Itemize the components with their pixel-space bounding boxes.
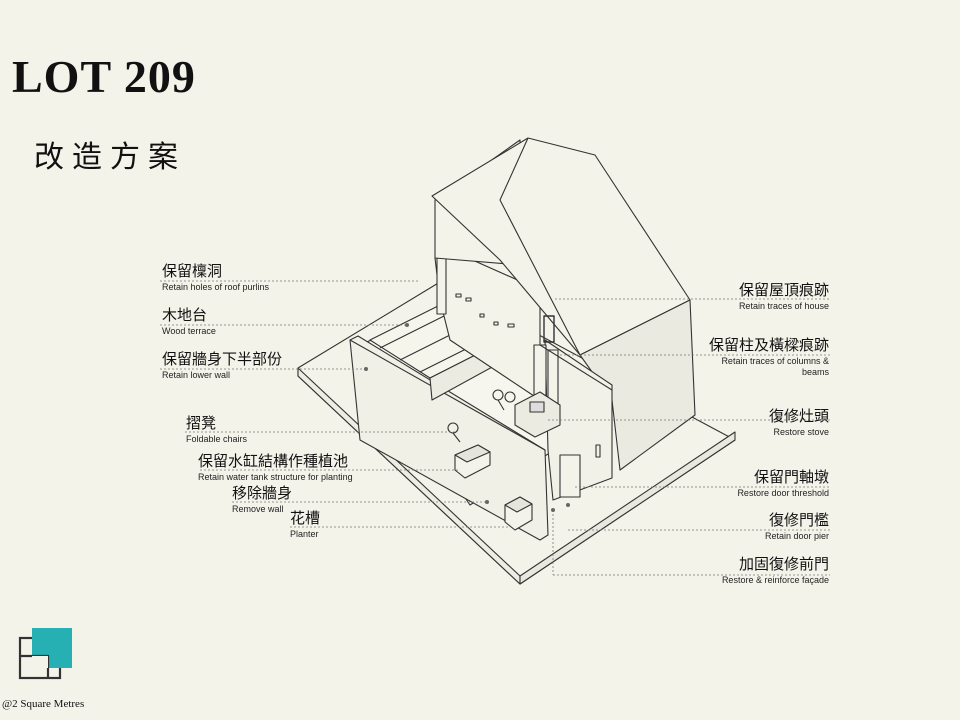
label-roof-traces: 保留屋頂痕跡 Retain traces of house xyxy=(739,281,829,312)
label-foldable-chairs-zh: 摺凳 xyxy=(186,414,217,432)
label-door-pier-zh: 復修門檻 xyxy=(768,511,829,529)
label-columns-beams-en: Retain traces of columns & xyxy=(721,356,829,366)
label-roof-traces-zh: 保留屋頂痕跡 xyxy=(738,281,829,299)
dot-facade xyxy=(551,508,555,512)
label-water-tank-en: Retain water tank structure for planting xyxy=(198,472,353,482)
stove xyxy=(514,391,561,438)
left-column xyxy=(436,255,447,315)
label-purlin-holes-zh: 保留檁洞 xyxy=(162,262,223,280)
page-title: LOT 209 xyxy=(12,51,196,102)
label-remove-wall-zh: 移除牆身 xyxy=(232,484,293,502)
left-lower-wall xyxy=(349,335,549,541)
label-door-pier: 復修門檻 Retain door pier xyxy=(765,511,829,542)
label-door-threshold-zh: 保留門軸墩 xyxy=(753,468,829,486)
credit-text: @2 Square Metres xyxy=(2,698,85,710)
label-planter: 花槽 Planter xyxy=(290,509,320,540)
logo-icon xyxy=(18,628,72,680)
roof-ridge xyxy=(499,137,581,356)
label-stove-en: Restore stove xyxy=(773,427,829,437)
label-remove-wall-en: Remove wall xyxy=(232,504,284,514)
label-wood-terrace-en: Wood terrace xyxy=(162,326,216,336)
purlin-hole-1 xyxy=(455,293,462,298)
label-lower-wall-en: Retain lower wall xyxy=(162,370,231,380)
stove-box xyxy=(529,401,545,413)
label-columns-beams-zh: 保留柱及橫樑痕跡 xyxy=(708,336,829,354)
dot-lower-wall xyxy=(364,367,368,371)
label-planter-zh: 花槽 xyxy=(290,509,321,527)
label-facade-en: Restore & reinforce façade xyxy=(721,575,829,585)
purlin-hole-2 xyxy=(465,297,472,302)
label-roof-traces-en: Retain traces of house xyxy=(738,301,829,311)
label-remove-wall: 移除牆身 Remove wall xyxy=(232,484,292,515)
label-water-tank-zh: 保留水缸結構作種植池 xyxy=(198,452,349,470)
label-stove-zh: 復修灶頭 xyxy=(768,407,829,425)
page-subtitle: 改造方案 xyxy=(34,140,186,175)
label-lower-wall: 保留牆身下半部份 Retain lower wall xyxy=(162,350,282,381)
foldable-chair-1 xyxy=(492,389,516,411)
purlin-hole-3 xyxy=(479,313,485,318)
front-door xyxy=(559,454,581,498)
beam-trace xyxy=(539,344,613,391)
label-door-threshold: 保留門軸墩 Restore door threshold xyxy=(737,468,829,499)
label-door-pier-en: Retain door pier xyxy=(764,531,829,541)
window xyxy=(543,315,555,343)
label-wood-terrace-zh: 木地台 xyxy=(162,306,208,324)
purlin-hole-5 xyxy=(507,323,515,328)
label-facade-zh: 加固復修前門 xyxy=(738,555,829,573)
label-stove: 復修灶頭 Restore stove xyxy=(769,407,829,438)
label-planter-en: Planter xyxy=(290,529,319,539)
label-wood-terrace: 木地台 Wood terrace xyxy=(162,306,216,337)
label-foldable-chairs-en: Foldable chairs xyxy=(186,434,248,444)
terrace-step-1 xyxy=(379,312,451,349)
label-columns-beams-en2: beams xyxy=(801,367,829,377)
label-foldable-chairs: 摺凳 Foldable chairs xyxy=(186,414,247,445)
planter-top xyxy=(504,496,533,513)
dot-remove-wall xyxy=(485,500,489,504)
door-pier xyxy=(595,444,601,458)
left-lower-wall-top xyxy=(349,339,546,451)
dot-door-pier xyxy=(566,503,570,507)
label-facade: 加固復修前門 Restore & reinforce façade xyxy=(722,555,829,586)
label-door-threshold-en: Restore door threshold xyxy=(737,488,829,498)
label-purlin-holes-en: Retain holes of roof purlins xyxy=(162,282,270,292)
purlin-hole-4 xyxy=(493,321,499,326)
label-purlin-holes: 保留檁洞 Retain holes of roof purlins xyxy=(162,262,269,293)
foldable-chair-2 xyxy=(447,422,461,443)
label-water-tank: 保留水缸結構作種植池 Retain water tank structure f… xyxy=(198,452,353,483)
label-lower-wall-zh: 保留牆身下半部份 xyxy=(162,350,283,368)
water-tank-top xyxy=(454,444,491,463)
label-columns-beams: 保留柱及橫樑痕跡 Retain traces of columns & beam… xyxy=(709,336,829,378)
base-slab-right xyxy=(519,431,736,585)
dot-terrace xyxy=(405,323,409,327)
